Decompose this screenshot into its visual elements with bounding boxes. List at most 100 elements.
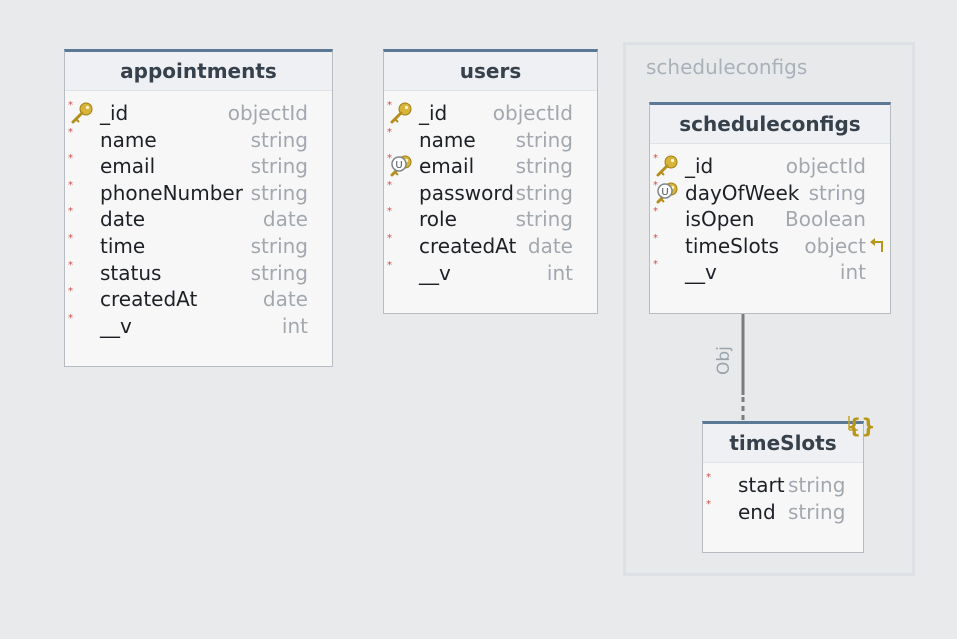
required-mark: * [653, 153, 658, 164]
svg-text:U: U [661, 187, 668, 198]
field-name: end [738, 499, 776, 524]
field-type: string [788, 473, 846, 497]
field-name: __v [100, 313, 132, 338]
field-type: objectId [785, 154, 866, 178]
field-type: string [250, 260, 308, 285]
required-mark: * [653, 232, 658, 244]
field-row[interactable]: * timeSlots object [650, 233, 890, 260]
required-mark: * [68, 312, 73, 324]
field-type: string [515, 154, 573, 179]
field-type: string [250, 180, 308, 205]
field-type: int [839, 260, 866, 285]
field-name: email [419, 154, 475, 179]
field-type: string [808, 180, 866, 205]
field-name: timeSlots [685, 233, 779, 258]
field-name: start [738, 473, 785, 497]
field-type: string [250, 127, 308, 152]
field-type: string [788, 499, 846, 524]
entity-title: scheduleconfigs [650, 105, 890, 144]
field-name: date [100, 207, 146, 232]
required-mark: * [387, 153, 392, 165]
field-name: status [100, 260, 162, 285]
field-type: string [515, 180, 573, 205]
field-type: int [546, 260, 573, 285]
field-type: object [804, 233, 866, 258]
entity-title: timeSlots [703, 424, 863, 463]
field-row[interactable]: * time string [65, 233, 332, 260]
required-mark: * [387, 100, 392, 111]
required-mark: * [387, 232, 392, 244]
field-row[interactable]: * __v int [65, 313, 332, 340]
unique-key-icon: U [656, 182, 678, 204]
entity-title: appointments [65, 52, 332, 91]
field-type: string [250, 233, 308, 258]
relation-label: Obj [714, 346, 734, 375]
group-title: scheduleconfigs [646, 55, 808, 79]
required-mark: * [68, 232, 73, 244]
field-type: string [515, 207, 573, 232]
field-name: phoneNumber [100, 180, 243, 205]
field-type: objectId [227, 101, 308, 125]
entity-title: users [384, 52, 597, 91]
required-mark: * [387, 206, 392, 218]
field-type: date [262, 287, 308, 312]
field-name: name [100, 127, 157, 152]
field-row[interactable]: * name string [65, 127, 332, 154]
required-mark: * [387, 126, 392, 138]
field-row[interactable]: * role string [384, 206, 597, 233]
unique-key-icon: U [390, 155, 412, 177]
field-name: createdAt [419, 233, 517, 258]
required-mark: * [68, 206, 73, 218]
field-row[interactable]: * __v int [384, 260, 597, 287]
field-row[interactable]: * name string [384, 127, 597, 154]
required-mark: * [68, 259, 73, 271]
field-type: int [281, 313, 308, 338]
field-row[interactable]: * _id objectId [384, 100, 597, 127]
field-row[interactable]: * date date [65, 206, 332, 233]
field-row[interactable]: * end string [703, 499, 863, 526]
key-icon [390, 102, 412, 124]
subdocument-braces-icon: {} [847, 414, 876, 438]
field-name: __v [419, 260, 451, 285]
required-mark: * [706, 498, 711, 510]
field-type: string [250, 154, 308, 179]
svg-text:U: U [395, 160, 402, 171]
field-row[interactable]: * email string [65, 153, 332, 180]
field-name: role [419, 207, 457, 232]
subdocument-arrow-icon[interactable] [869, 236, 887, 254]
required-mark: * [706, 472, 711, 483]
field-row[interactable]: * status string [65, 260, 332, 287]
field-name: name [419, 127, 476, 152]
field-type: string [515, 127, 573, 152]
field-name: email [100, 154, 156, 179]
required-mark: * [68, 286, 73, 298]
required-mark: * [68, 153, 73, 165]
required-mark: * [387, 259, 392, 271]
field-name: time [100, 233, 146, 258]
field-name: _id [419, 101, 448, 125]
field-type: Boolean [785, 207, 866, 232]
field-type: objectId [492, 101, 573, 125]
required-mark: * [653, 259, 658, 271]
required-mark: * [387, 179, 392, 191]
field-type: date [262, 207, 308, 232]
required-mark: * [68, 126, 73, 138]
